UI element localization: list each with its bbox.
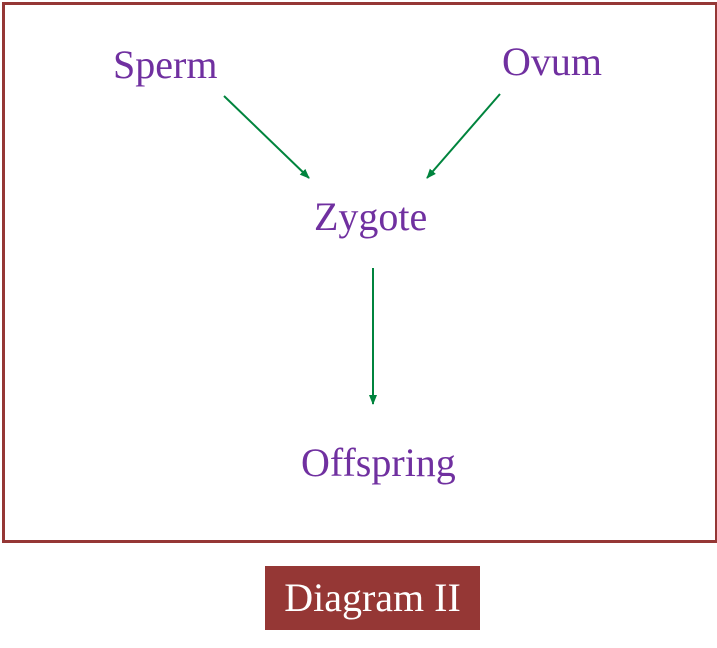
caption-box: Diagram II [265,566,480,630]
node-ovum: Ovum [502,39,602,84]
diagram-frame [2,2,717,543]
node-zygote: Zygote [314,194,428,239]
caption-text: Diagram II [284,575,461,620]
node-sperm: Sperm [113,42,218,87]
node-offspring: Offspring [301,440,456,485]
